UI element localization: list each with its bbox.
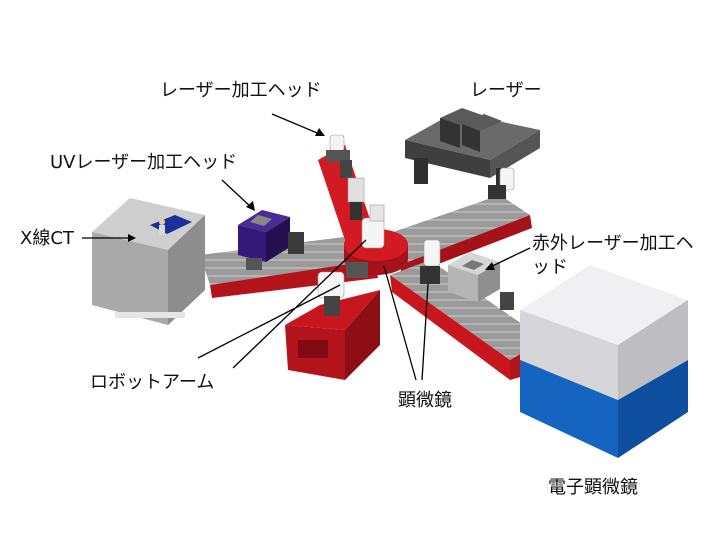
leader-ir-head: [487, 247, 531, 269]
label-microscope: 顕微鏡: [398, 390, 452, 411]
electron-microscope-unit: [520, 265, 688, 458]
xray-ct-unit: [92, 198, 205, 325]
laser-head-unit: [326, 134, 365, 220]
arrowhead-xct: [128, 234, 136, 242]
label-uv-laser-head: UVレーザー加工ヘッド: [50, 152, 238, 173]
label-electron-microscope: 電子顕微鏡: [548, 477, 638, 498]
uv-laser-head-unit: [238, 210, 304, 270]
label-laser-head: レーザー加工ヘッド: [160, 80, 322, 101]
ir-laser-head-unit: [448, 252, 514, 310]
xray-ct-figure: [159, 219, 165, 235]
label-xray-ct: X線CT: [20, 228, 74, 249]
label-robot-arm: ロボットアーム: [90, 372, 215, 393]
robot-arm-unit: [317, 204, 385, 316]
arrowhead-uv-head: [246, 201, 255, 211]
arrowhead-ir-head: [485, 262, 495, 270]
leader-uv-head: [221, 179, 253, 209]
leader-microscope-1: [383, 265, 417, 381]
microscope-units: [420, 167, 515, 284]
leader-microscope-2: [421, 283, 429, 381]
leader-arrowheads: [128, 128, 495, 270]
label-ir-laser-head: 赤外レーザー加工ヘッド: [532, 233, 694, 278]
arrowhead-laser-head: [315, 128, 325, 136]
laser-unit: [405, 108, 540, 190]
leader-lines: [82, 113, 531, 381]
label-laser: レーザー: [470, 80, 542, 101]
leader-robot-1: [197, 284, 341, 359]
leader-robot-2: [232, 239, 367, 369]
leader-laser-head: [271, 113, 323, 136]
